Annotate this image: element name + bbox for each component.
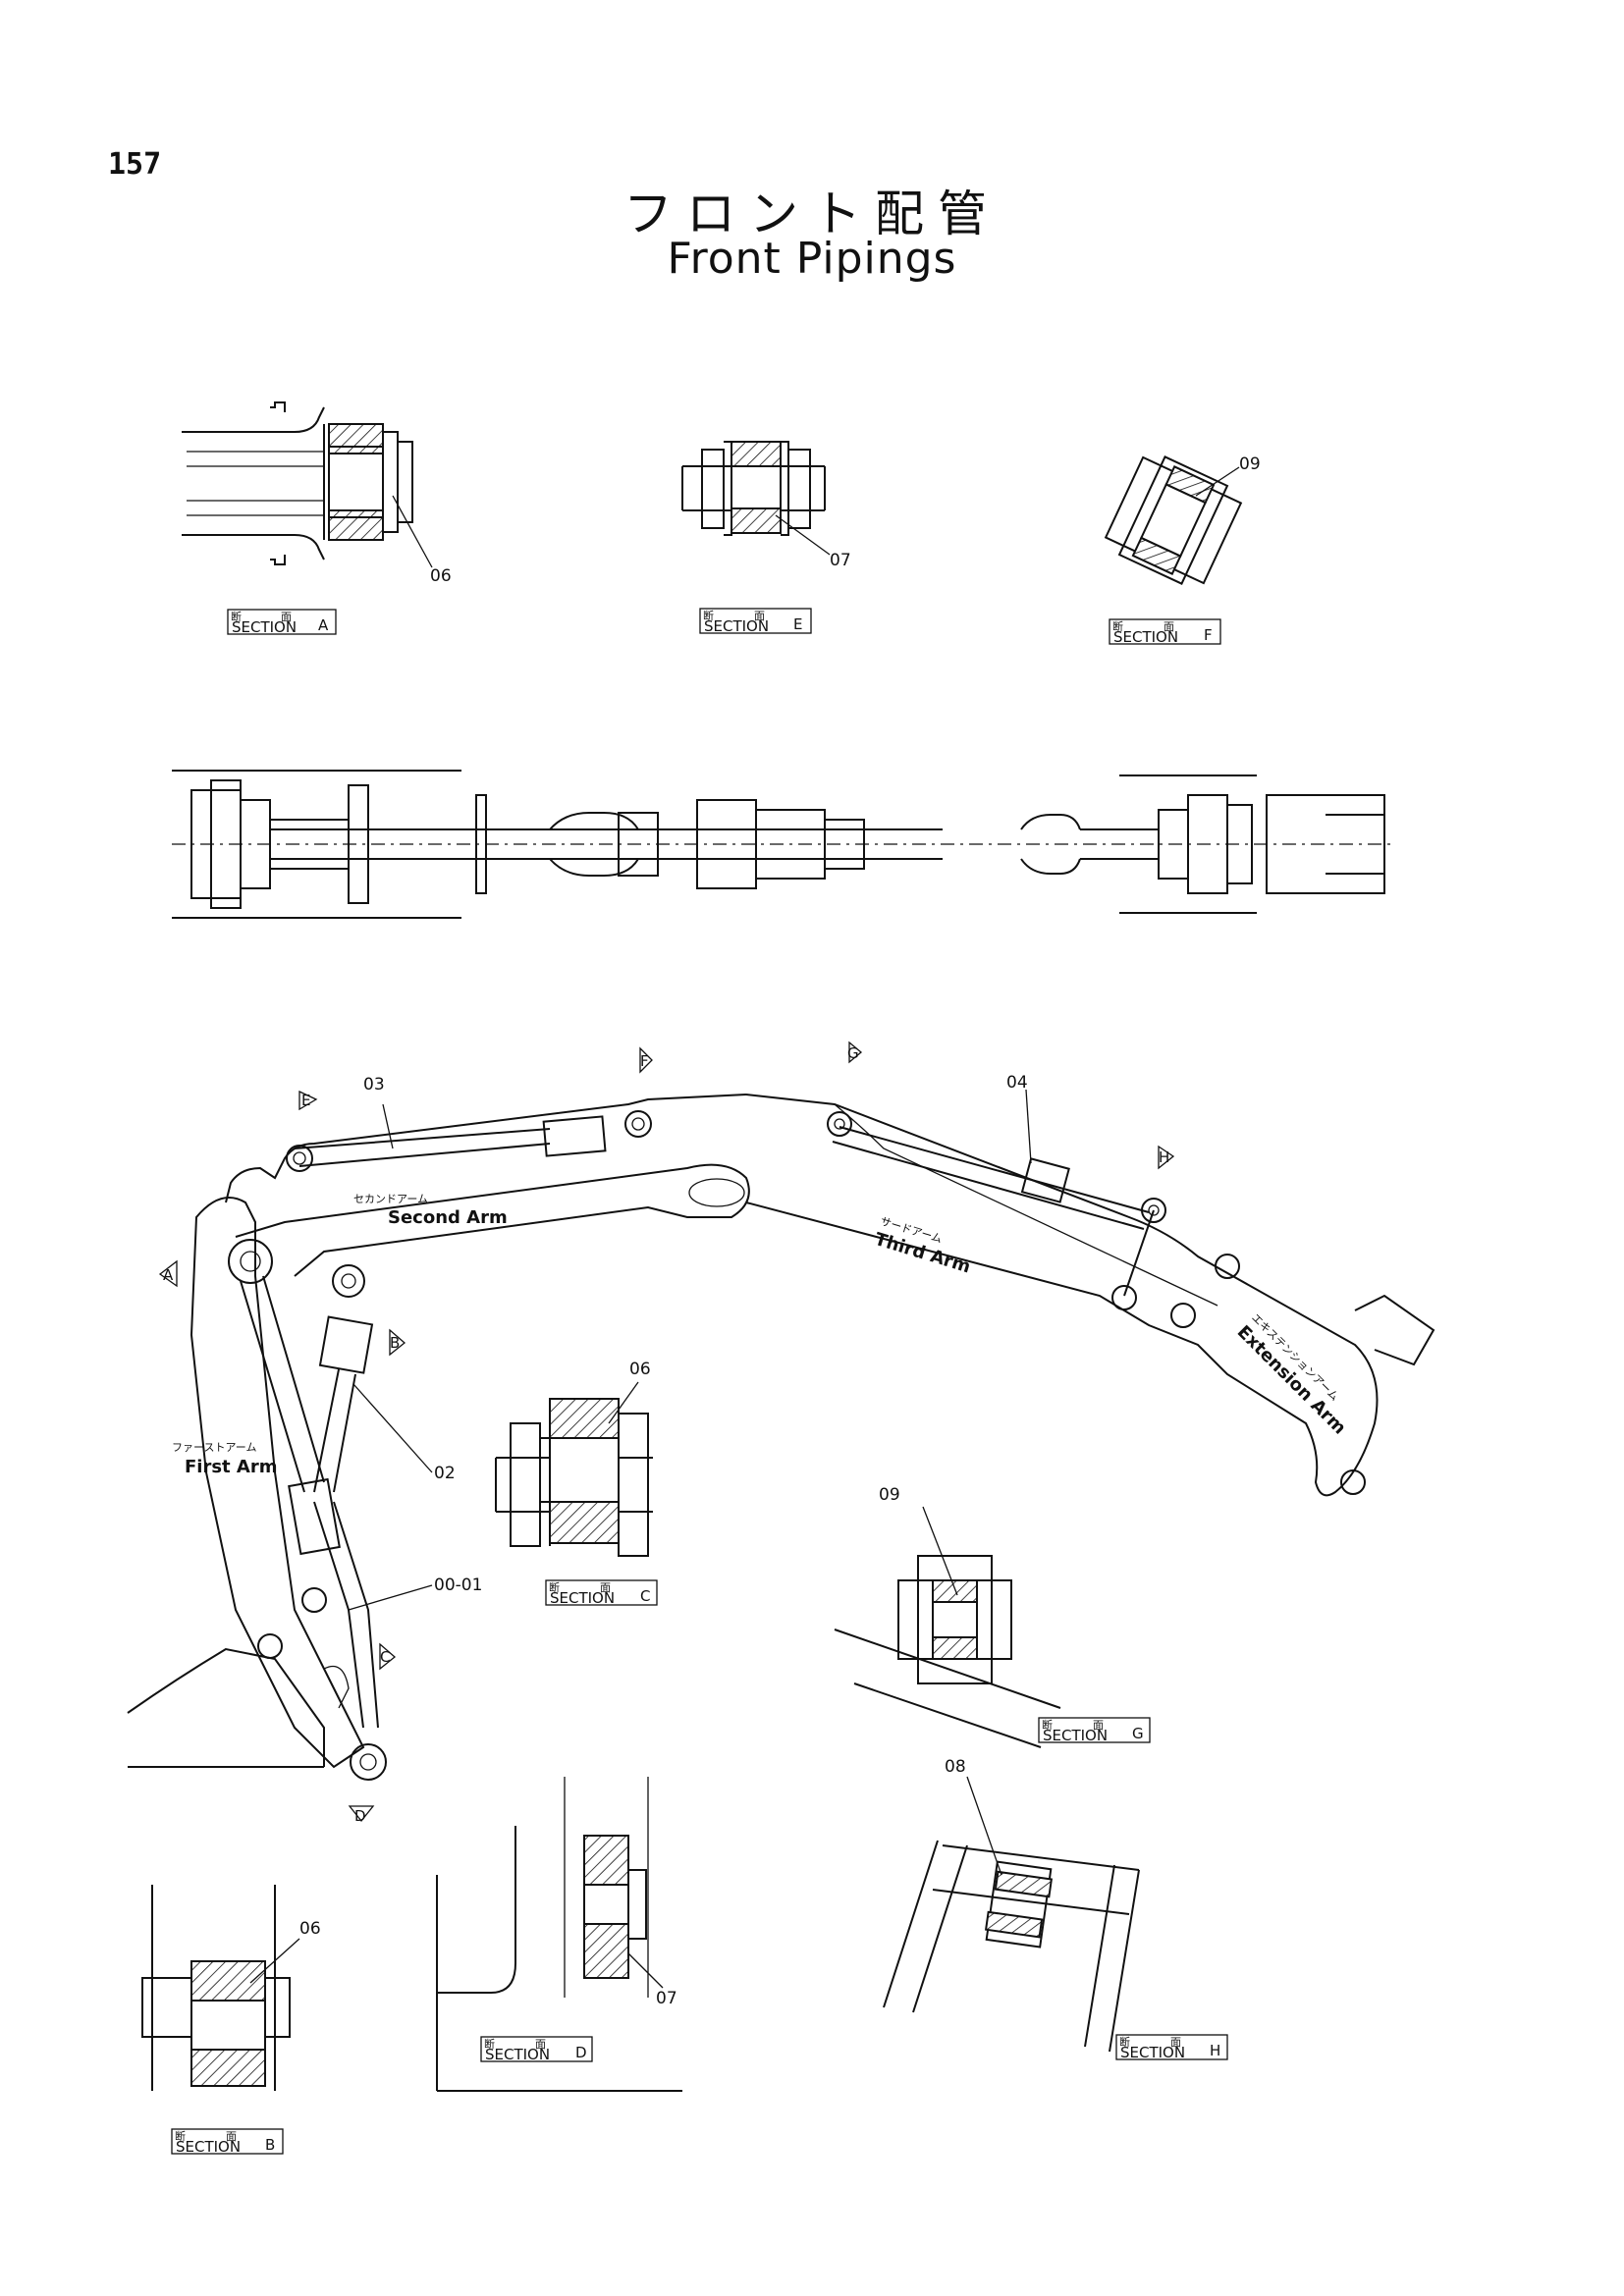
marker-d: D bbox=[354, 1807, 366, 1825]
section-c-part-label: 06 bbox=[629, 1360, 651, 1379]
marker-e: E bbox=[301, 1092, 310, 1109]
section-h-letter: H bbox=[1210, 2042, 1220, 2059]
title-english: Front Pipings bbox=[667, 234, 957, 284]
extension-arm-en: Extension Arm bbox=[1233, 1321, 1350, 1438]
section-h-kanji-2: 面 bbox=[1170, 2036, 1181, 2049]
side-view-boom bbox=[127, 1094, 1435, 1781]
section-c-kanji-1: 断 bbox=[549, 1580, 560, 1594]
plan-view-boom bbox=[172, 770, 1394, 919]
section-h-detail: 08 断 面 SECTION H bbox=[883, 1757, 1228, 2061]
marker-b: B bbox=[390, 1334, 400, 1352]
section-e-detail: 07 断 面 SECTION E bbox=[681, 441, 851, 635]
section-a-kanji-1: 断 bbox=[231, 610, 242, 623]
section-c-kanji-2: 面 bbox=[600, 1581, 611, 1594]
section-a-part-label: 06 bbox=[430, 566, 452, 586]
section-b-part-label: 06 bbox=[299, 1919, 321, 1939]
part-03-label: 03 bbox=[363, 1075, 385, 1095]
section-g-kanji-1: 断 bbox=[1042, 1718, 1053, 1732]
marker-g: G bbox=[847, 1044, 859, 1062]
section-d-detail: 07 断 面 SECTION D bbox=[436, 1777, 682, 2092]
page-number: 157 bbox=[108, 147, 162, 182]
section-f-kanji-1: 断 bbox=[1112, 619, 1123, 633]
section-g-word: SECTION bbox=[1043, 1727, 1108, 1744]
section-e-kanji-1: 断 bbox=[703, 609, 714, 622]
section-b-detail: 06 断 面 SECTION B bbox=[141, 1885, 321, 2156]
second-arm-en: Second Arm bbox=[388, 1207, 508, 1228]
marker-a: A bbox=[163, 1266, 174, 1284]
marker-c: C bbox=[380, 1648, 390, 1666]
section-d-word: SECTION bbox=[485, 2046, 550, 2063]
first-arm-jp: ファーストアーム bbox=[172, 1441, 256, 1454]
section-f-detail: 09 断 面 SECTION F bbox=[1104, 454, 1261, 646]
section-d-kanji-1: 断 bbox=[484, 2037, 495, 2051]
marker-f: F bbox=[640, 1052, 649, 1070]
title-japanese: フロント配管 bbox=[623, 186, 1001, 242]
marker-h: H bbox=[1159, 1148, 1169, 1166]
part-00-01-label: 00-01 bbox=[434, 1575, 482, 1595]
section-d-letter: D bbox=[575, 2044, 587, 2061]
section-b-word: SECTION bbox=[176, 2138, 241, 2156]
section-c-detail: 06 断 面 SECTION C bbox=[495, 1360, 658, 1607]
section-g-detail: 09 断 面 SECTION G bbox=[834, 1485, 1151, 1748]
section-b-kanji-2: 面 bbox=[226, 2130, 237, 2143]
section-e-word: SECTION bbox=[704, 617, 769, 635]
section-h-part-label: 08 bbox=[945, 1757, 966, 1777]
first-arm-en: First Arm bbox=[185, 1457, 278, 1477]
section-a-kanji-2: 面 bbox=[281, 611, 292, 623]
section-g-kanji-2: 面 bbox=[1093, 1719, 1104, 1732]
section-b-letter: B bbox=[265, 2136, 275, 2154]
section-f-kanji-2: 面 bbox=[1164, 620, 1174, 633]
section-h-word: SECTION bbox=[1120, 2044, 1185, 2061]
section-b-kanji-1: 断 bbox=[175, 2129, 186, 2143]
part-02-label: 02 bbox=[434, 1464, 456, 1483]
section-h-kanji-1: 断 bbox=[1119, 2035, 1130, 2049]
section-e-letter: E bbox=[793, 615, 802, 633]
section-d-part-label: 07 bbox=[656, 1989, 677, 2008]
section-e-part-label: 07 bbox=[830, 551, 851, 570]
part-04-label: 04 bbox=[1006, 1073, 1028, 1093]
section-c-letter: C bbox=[640, 1587, 650, 1605]
section-e-kanji-2: 面 bbox=[754, 610, 765, 622]
section-a-word: SECTION bbox=[232, 618, 297, 636]
section-a-letter: A bbox=[318, 616, 329, 634]
section-c-word: SECTION bbox=[550, 1589, 615, 1607]
section-g-part-label: 09 bbox=[879, 1485, 900, 1505]
section-f-letter: F bbox=[1204, 626, 1213, 644]
section-d-kanji-2: 面 bbox=[535, 2038, 546, 2051]
second-arm-jp: セカンドアーム bbox=[353, 1193, 428, 1205]
section-a-detail: 06 断 面 SECTION A bbox=[182, 401, 452, 636]
section-f-word: SECTION bbox=[1113, 628, 1178, 646]
section-markers: A B C D E F G H bbox=[158, 1041, 1175, 1825]
section-g-letter: G bbox=[1132, 1725, 1144, 1742]
section-f-part-label: 09 bbox=[1239, 454, 1261, 474]
